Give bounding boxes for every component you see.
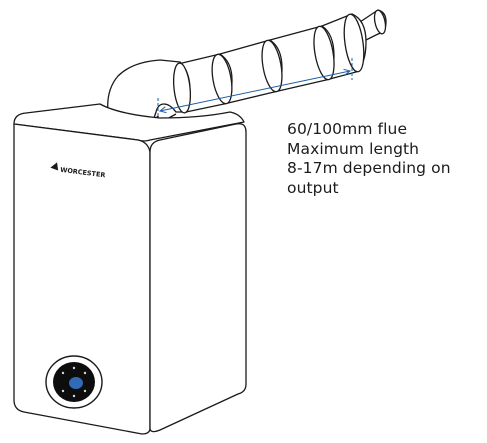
control-panel[interactable]	[45, 355, 103, 409]
flue-annotation: 60/100mm flue Maximum length 8-17m depen…	[287, 120, 485, 198]
annotation-line-3: 8-17m depending on	[287, 159, 451, 177]
logo-flame-icon	[50, 162, 59, 171]
display-indicator-icon	[69, 377, 83, 389]
boiler-front	[13, 123, 151, 435]
annotation-line-4: output	[287, 178, 339, 197]
boiler-side	[149, 123, 247, 433]
dimension-arrow	[160, 71, 350, 111]
boiler-body	[13, 103, 247, 435]
annotation-line-2: Maximum length	[287, 139, 420, 158]
annotation-line-1: 60/100mm flue	[287, 120, 408, 138]
boiler-top	[13, 103, 245, 142]
flue-pipe	[105, 9, 387, 133]
